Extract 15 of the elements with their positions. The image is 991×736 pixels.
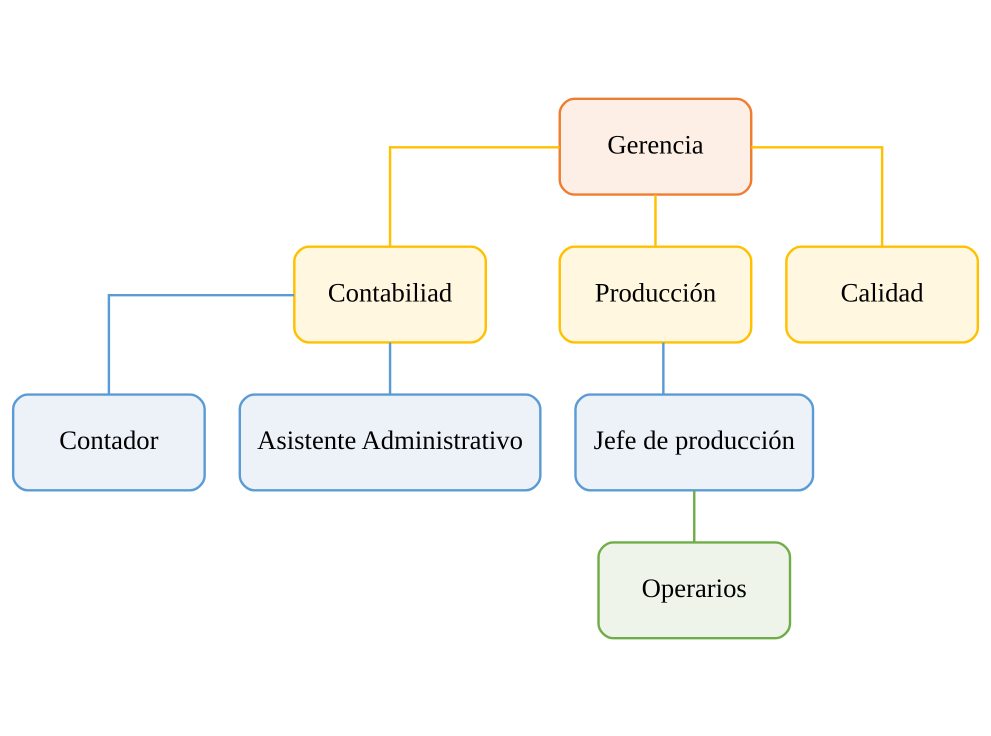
node-box: Jefe de producción	[574, 392, 814, 492]
node-box: Calidad	[785, 244, 980, 344]
connector	[751, 146, 884, 246]
connector	[662, 342, 665, 394]
node-box: Producción	[558, 244, 752, 344]
node-box: Operarios	[597, 540, 792, 639]
connector	[108, 293, 294, 394]
connector	[388, 146, 560, 246]
node-box: Gerencia	[558, 97, 752, 196]
connector	[693, 490, 696, 542]
node-box: Contador	[12, 392, 206, 492]
node-box: Contabiliad	[293, 244, 488, 344]
connector	[654, 194, 657, 246]
node-box: Asistente Administrativo	[238, 392, 542, 492]
connector	[388, 342, 392, 394]
